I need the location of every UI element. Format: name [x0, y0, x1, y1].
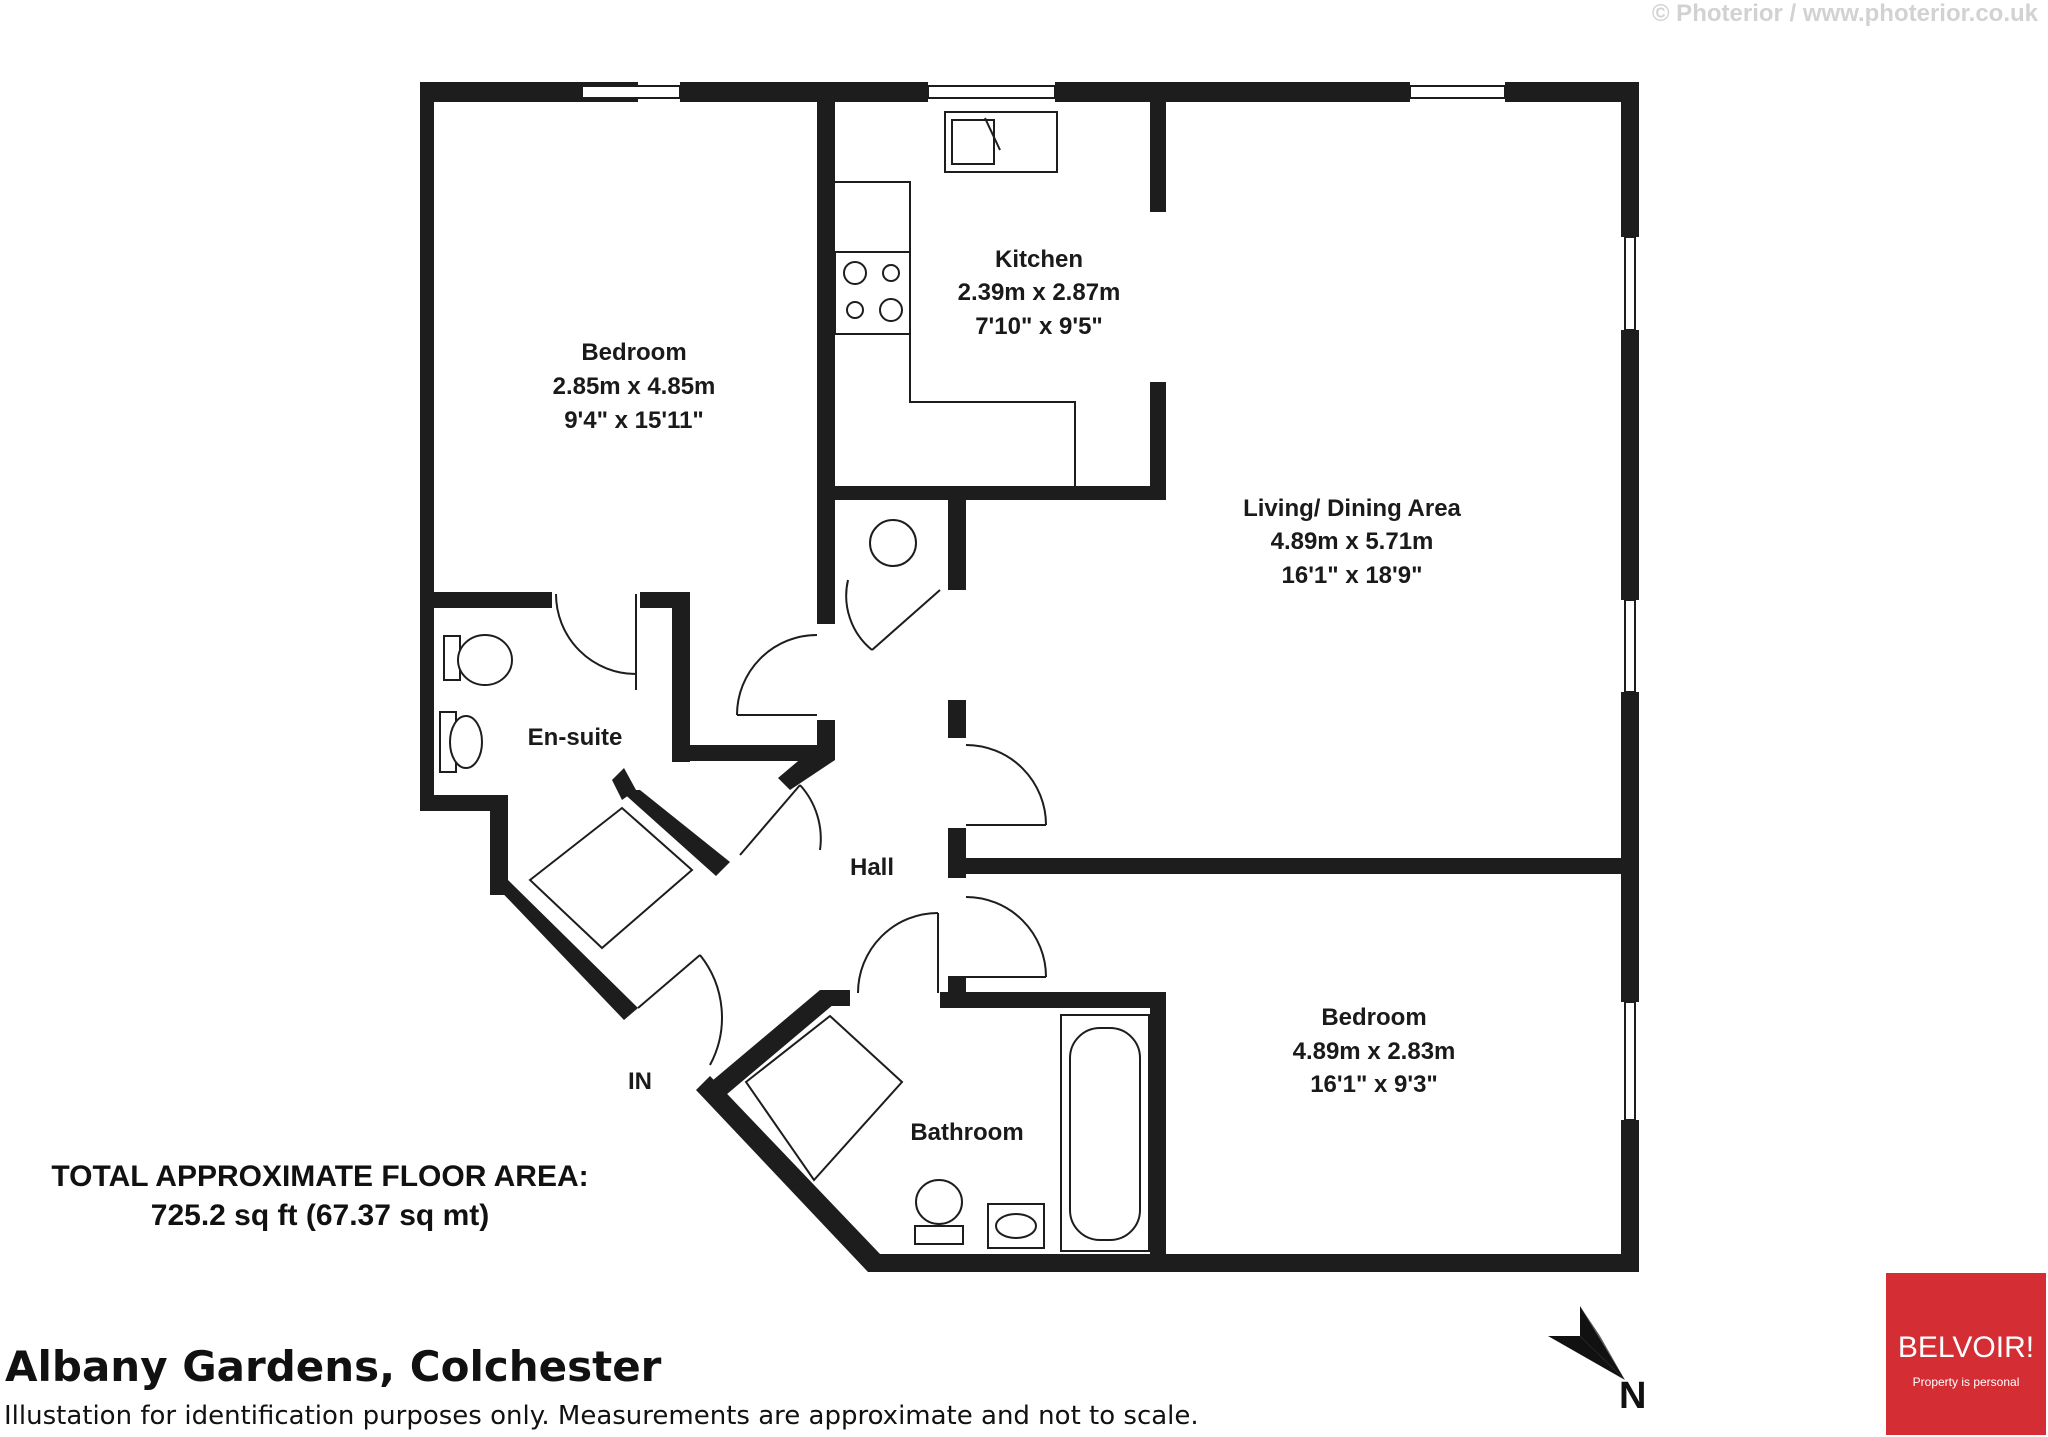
kitchen-name: Kitchen — [995, 246, 1083, 273]
windows — [581, 85, 1636, 1121]
bedroom-2-imperial: 16'1" x 9'3" — [1310, 1071, 1438, 1098]
bedroom-2-metric: 4.89m x 2.83m — [1293, 1038, 1456, 1065]
ensuite-joint — [612, 768, 636, 800]
ensuite-shower-tray — [528, 806, 694, 950]
door-arc-entrance — [699, 954, 723, 1066]
north-arrow-icon — [1548, 1306, 1625, 1380]
door-arc-bedroom1 — [736, 634, 818, 716]
bathroom-diagonal — [706, 990, 834, 1100]
entrance-label: IN — [628, 1068, 652, 1095]
kitchen-east-wall-upper — [1150, 100, 1166, 212]
boiler-cupboard — [869, 519, 917, 567]
disclaimer-text: Illustation for identification purposes … — [4, 1401, 1199, 1431]
east-wall-2 — [1621, 330, 1639, 600]
door-arc-bedroom2 — [965, 896, 1047, 978]
kitchen-metric: 2.39m x 2.87m — [958, 279, 1121, 306]
east-wall-4 — [1621, 1120, 1639, 1272]
living-metric: 4.89m x 5.71m — [1271, 528, 1434, 555]
hall-angle — [778, 745, 835, 790]
living-imperial: 16'1" x 18'9" — [1282, 562, 1423, 589]
door-arc-ensuite-cupboard — [799, 784, 822, 851]
doors — [555, 579, 1047, 1066]
window-living-east-2 — [1624, 599, 1636, 693]
floor-area-summary: TOTAL APPROXIMATE FLOOR AREA: 725.2 sq f… — [20, 1157, 620, 1235]
window-bedroom-north — [581, 85, 681, 99]
east-wall-1 — [1621, 82, 1639, 237]
bathroom-shower-tray — [744, 1014, 904, 1182]
south-wall — [868, 1254, 1639, 1272]
west-step-h — [420, 795, 498, 811]
living-south-wall — [948, 858, 1623, 874]
east-wall-3 — [1621, 692, 1639, 1002]
cupboard-post — [948, 574, 966, 590]
bathroom-toilet — [915, 1179, 963, 1225]
ensuite-shower-wall — [620, 790, 730, 876]
ensuite-north-wall-1 — [434, 592, 552, 608]
ensuite-cupboard-wall — [672, 745, 834, 761]
bedroom2-north-wall — [948, 992, 1166, 1008]
cupboard-east-wall — [948, 486, 966, 576]
bathroom-cistern — [914, 1225, 964, 1245]
bathroom-basin — [987, 1203, 1045, 1249]
west-wall-upper — [420, 82, 434, 811]
window-living-north — [1409, 85, 1506, 99]
kitchen-imperial: 7'10" x 9'5" — [975, 313, 1103, 340]
window-living-east-1 — [1624, 236, 1636, 331]
bedroom-east-wall — [817, 486, 835, 624]
kitchen-east-wall-lower — [1150, 382, 1166, 500]
copyright-notice: © Photerior / www.photerior.co.uk — [1651, 0, 2038, 27]
kitchen-counter — [835, 181, 1076, 486]
bathroom-name: Bathroom — [910, 1119, 1023, 1146]
kitchen-west-wall — [817, 100, 835, 500]
ensuite-toilet — [457, 634, 513, 686]
living-west-wall-1 — [948, 700, 966, 738]
door-arc-ensuite — [555, 593, 637, 675]
fixtures — [439, 111, 1150, 1252]
floor-area-title: TOTAL APPROXIMATE FLOOR AREA: — [51, 1160, 589, 1193]
north-wall-3 — [1055, 82, 1410, 102]
kitchen-hob — [834, 251, 911, 335]
room-labels: Bedroom 2.85m x 4.85m 9'4" x 15'11" Kitc… — [528, 246, 1462, 1146]
kitchen-south-wall — [817, 486, 1166, 500]
ensuite-name: En-suite — [528, 724, 623, 751]
window-bedroom-east — [1624, 1001, 1636, 1121]
bedroom-1-imperial: 9'4" x 15'11" — [564, 407, 704, 434]
north-wall-2 — [680, 82, 928, 102]
bathroom-north-stub — [820, 990, 850, 1006]
south-diagonal — [696, 1076, 880, 1272]
property-address: Albany Gardens, Colchester — [5, 1342, 662, 1391]
belvoir-logo: BELVOIR! Property is personal — [1886, 1273, 2046, 1435]
door-arc-bathroom — [857, 912, 939, 994]
hall-name: Hall — [850, 854, 894, 881]
bathroom-north-stub-2 — [940, 992, 966, 1008]
ensuite-east-wall — [672, 592, 690, 762]
west-step-v — [490, 795, 508, 895]
bathroom-east-wall — [1150, 992, 1166, 1272]
outer-walls — [420, 82, 1639, 1272]
door-arc-cupboard — [845, 579, 873, 651]
kitchen-sink — [944, 111, 1058, 173]
logo-name: BELVOIR! — [1897, 1331, 2035, 1364]
north-label: N — [1619, 1375, 1647, 1417]
floor-area-value: 725.2 sq ft (67.37 sq mt) — [150, 1199, 490, 1232]
door-arc-living — [965, 744, 1047, 826]
living-name: Living/ Dining Area — [1243, 495, 1461, 522]
ensuite-basin — [449, 715, 483, 769]
bedroom-1-name: Bedroom — [581, 339, 686, 366]
north-wall-4 — [1505, 82, 1639, 102]
internal-walls — [434, 100, 1623, 1272]
window-kitchen-north — [927, 85, 1056, 99]
bedroom-2-name: Bedroom — [1321, 1004, 1426, 1031]
logo-tagline: Property is personal — [1912, 1375, 2020, 1389]
bathroom-bath — [1060, 1014, 1150, 1252]
west-diagonal — [490, 880, 638, 1020]
bedroom-1-metric: 2.85m x 4.85m — [553, 373, 716, 400]
